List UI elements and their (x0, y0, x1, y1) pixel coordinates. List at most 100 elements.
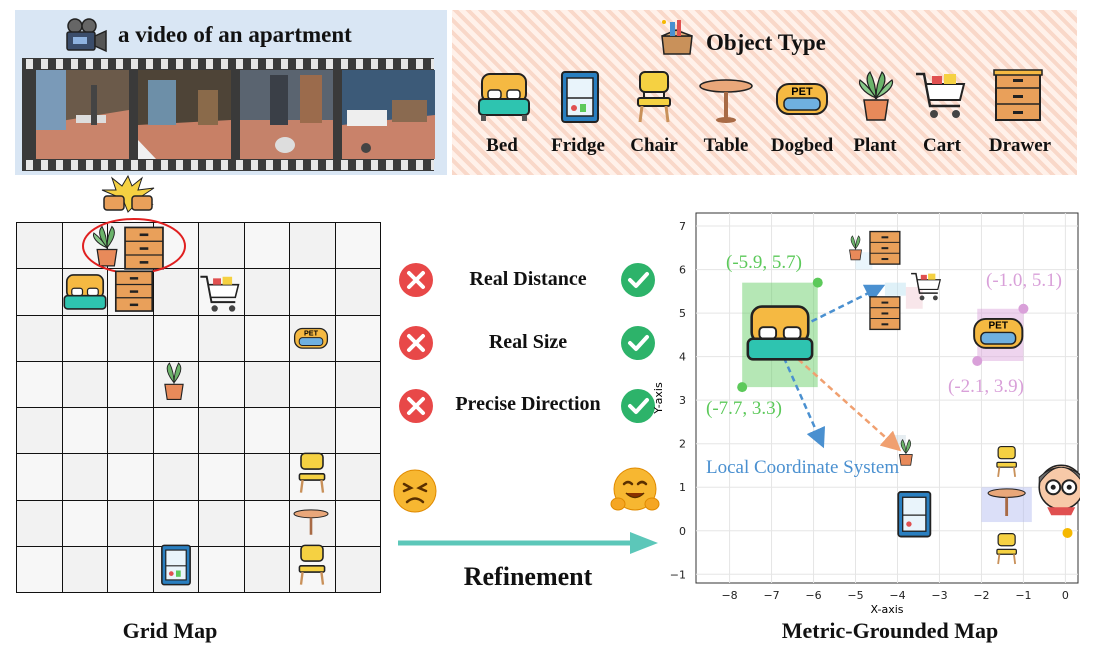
video-frame-3 (240, 70, 333, 159)
check-icon (621, 389, 655, 423)
bed-icon (478, 73, 530, 121)
grid-cell (243, 499, 290, 547)
arrow-to-plant (774, 338, 902, 452)
object-type-title: Object Type (706, 30, 826, 55)
comparison-label-precise-direction: Precise Direction (455, 393, 601, 415)
object-type-panel (452, 10, 1077, 175)
x-tick-label: −2 (973, 589, 989, 602)
refinement-arrow (398, 532, 658, 554)
fridge-icon (561, 71, 599, 123)
grid-cell (16, 268, 63, 316)
grid-fridge-icon (161, 544, 191, 586)
grid-cell (334, 268, 381, 316)
grid-cell (61, 545, 108, 593)
video-filmstrip (22, 58, 435, 171)
dogbed-corner-dot (972, 356, 983, 366)
object-label-bed: Bed (486, 135, 518, 156)
plot-plant-icon-2 (898, 439, 913, 466)
cross-icon (399, 326, 433, 360)
grid-cell (107, 545, 154, 593)
cart-icon (916, 72, 966, 118)
grid-cell (107, 499, 154, 547)
grid-cell (334, 314, 381, 362)
hugging-face-icon (610, 467, 660, 511)
grid-cell (61, 453, 108, 501)
agent-avatar-icon (1038, 464, 1080, 516)
y-tick-label: 1 (679, 481, 686, 494)
check-icon (621, 263, 655, 297)
cross-icon (399, 389, 433, 423)
agent-dot (1062, 527, 1073, 538)
plot-drawer-icon-2 (869, 296, 901, 331)
coord-label-dogbed-top: (-1.0, 5.1) (986, 270, 1062, 291)
plot-chair-icon (996, 445, 1017, 478)
y-tick-label: 5 (679, 307, 686, 320)
x-tick-label: −4 (889, 589, 905, 602)
grid-cell (198, 453, 245, 501)
cross-icon (399, 263, 433, 297)
grid-cell (16, 222, 63, 270)
object-label-cart: Cart (923, 135, 961, 156)
comparison-label-real-distance: Real Distance (469, 268, 587, 290)
arrow-local-y (774, 338, 826, 449)
grid-cell (198, 499, 245, 547)
comparison-label-real-size: Real Size (488, 331, 568, 353)
grid-bed-icon (63, 274, 107, 310)
grid-cell (16, 499, 63, 547)
plot-cart-icon (911, 272, 942, 301)
plot-bed-icon (746, 305, 814, 361)
y-tick-label: 6 (679, 264, 686, 277)
chair-icon (637, 71, 671, 123)
grid-cell (198, 360, 245, 408)
table-icon (699, 79, 753, 123)
grid-cell (61, 499, 108, 547)
plot-frame (695, 212, 1079, 584)
grid-cell (16, 545, 63, 593)
plant-icon (858, 70, 894, 121)
x-tick-label: −1 (1015, 589, 1031, 602)
grid-cell (198, 407, 245, 455)
svg-text:PET: PET (304, 329, 319, 338)
grid-cell (107, 314, 154, 362)
metric-map-label: Metric-Grounded Map (781, 618, 999, 643)
bed-corner-dot (812, 277, 823, 288)
grid-cell (243, 453, 290, 501)
grid-cell (152, 499, 199, 547)
grid-cell (16, 453, 63, 501)
box-icon (661, 20, 693, 55)
refinement-label: Refinement (463, 562, 593, 591)
object-label-dogbed: Dogbed (770, 135, 834, 156)
y-axis-label: Y-axis (652, 382, 665, 415)
y-tick-label: 4 (679, 351, 686, 364)
grid-drawer-icon (124, 226, 164, 270)
object-label-chair: Chair (630, 135, 678, 156)
grid-cell (107, 453, 154, 501)
y-tick-label: 2 (679, 438, 686, 451)
check-icon (621, 326, 655, 360)
y-tick-label: 7 (679, 220, 686, 233)
object-label-table: Table (703, 135, 749, 156)
grid-cell (16, 360, 63, 408)
grid-cell (289, 222, 336, 270)
coord-label-bed-bottom: (-7.7, 3.3) (706, 398, 782, 419)
video-frame-4 (342, 70, 435, 159)
dogbed-icon: PET (776, 83, 828, 115)
grid-cell (107, 360, 154, 408)
grid-cell (243, 407, 290, 455)
x-tick-label: −3 (931, 589, 947, 602)
grid-cell (107, 407, 154, 455)
grid-cell (61, 314, 108, 362)
grid-cell (243, 268, 290, 316)
grid-cell (243, 314, 290, 362)
grid-cell (152, 314, 199, 362)
grid-table-icon (293, 509, 329, 535)
plot-table-icon (987, 488, 1026, 517)
grid-cell (16, 314, 63, 362)
plot-plant-icon (849, 235, 862, 261)
grid-cell (243, 545, 290, 593)
grid-cell (334, 360, 381, 408)
grid-cell (334, 499, 381, 547)
grid-cell (334, 222, 381, 270)
drawer-icon (993, 69, 1043, 121)
grid-chair-icon-2 (298, 544, 326, 585)
